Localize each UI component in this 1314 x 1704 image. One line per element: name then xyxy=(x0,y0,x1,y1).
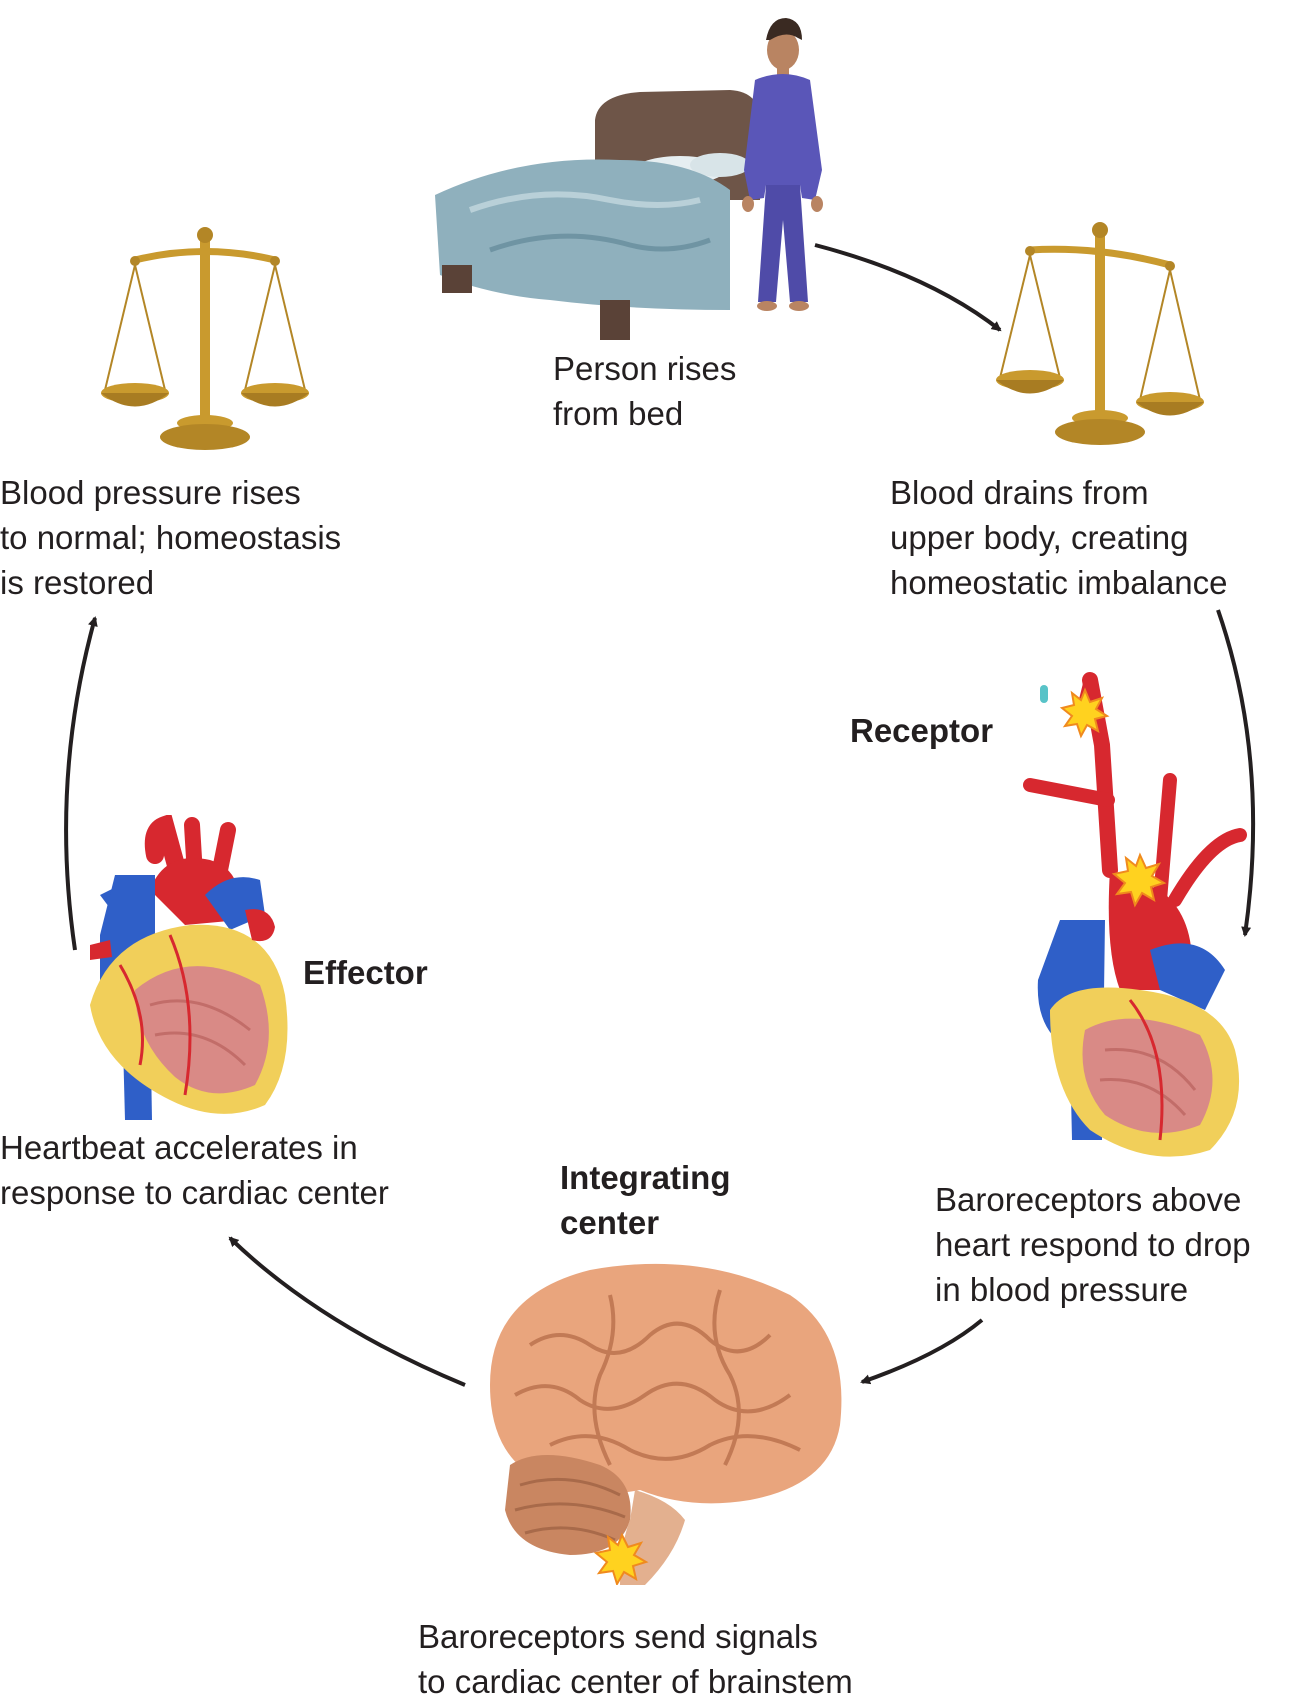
caption-line: Blood pressure rises xyxy=(0,474,301,511)
role-label: Effector xyxy=(303,954,428,991)
signal-burst-icon xyxy=(593,1532,649,1585)
signal-burst-icon xyxy=(1111,852,1167,908)
role-label: center xyxy=(560,1204,660,1241)
arrow-brain-to-effector xyxy=(228,1236,466,1387)
baroreceptor-heart-illustration xyxy=(1023,672,1247,1157)
role-label: Integrating xyxy=(560,1159,731,1196)
arrow-stimulus-to-imbalance xyxy=(814,243,1002,332)
balanced-scale-icon xyxy=(101,227,309,450)
caption-line: upper body, creating xyxy=(890,519,1189,556)
caption-line: Heartbeat accelerates in xyxy=(0,1129,358,1166)
caption-line: heart respond to drop xyxy=(935,1226,1251,1263)
imbalanced-scale-icon xyxy=(996,222,1204,445)
signal-burst-icon xyxy=(1059,687,1110,739)
caption-line: in blood pressure xyxy=(935,1271,1189,1308)
caption-heartbeat-accelerates: Heartbeat accelerates in response to car… xyxy=(0,1125,389,1215)
caption-person-rises: Person rises from bed xyxy=(553,346,736,436)
bed-leg xyxy=(442,265,472,293)
caption-blood-drains: Blood drains from upper body, creating h… xyxy=(890,470,1228,605)
caption-homeostasis-restored: Blood pressure rises to normal; homeosta… xyxy=(0,470,341,605)
person-icon xyxy=(742,18,823,311)
arrow-receptor-to-brain xyxy=(860,1318,984,1385)
label-receptor: Receptor xyxy=(850,708,993,753)
caption-baroreceptors-respond: Baroreceptors above heart respond to dro… xyxy=(935,1177,1251,1312)
brain-illustration xyxy=(490,1263,842,1585)
caption-line: is restored xyxy=(0,564,155,601)
label-integrating-center: Integrating center xyxy=(560,1155,731,1245)
person-in-bed-illustration xyxy=(435,18,823,340)
caption-line: Person rises xyxy=(553,350,737,387)
caption-line: homeostatic imbalance xyxy=(890,564,1228,601)
pajama-top xyxy=(744,74,822,200)
caption-line: Baroreceptors send signals xyxy=(418,1618,818,1655)
label-effector: Effector xyxy=(303,950,428,995)
role-label: Receptor xyxy=(850,712,994,749)
caption-line: to cardiac center of brainstem xyxy=(418,1663,853,1700)
caption-signals-to-brainstem: Baroreceptors send signals to cardiac ce… xyxy=(418,1614,853,1704)
arrow-imbalance-to-receptor xyxy=(1216,609,1256,937)
caption-line: from bed xyxy=(553,395,684,432)
pajama-pants xyxy=(758,185,808,302)
effector-heart-illustration xyxy=(90,815,288,1120)
arrow-effector-to-restored xyxy=(64,616,98,951)
caption-line: response to cardiac center xyxy=(0,1174,389,1211)
caption-line: Baroreceptors above xyxy=(935,1181,1242,1218)
caption-line: Blood drains from xyxy=(890,474,1149,511)
caption-line: to normal; homeostasis xyxy=(0,519,342,556)
